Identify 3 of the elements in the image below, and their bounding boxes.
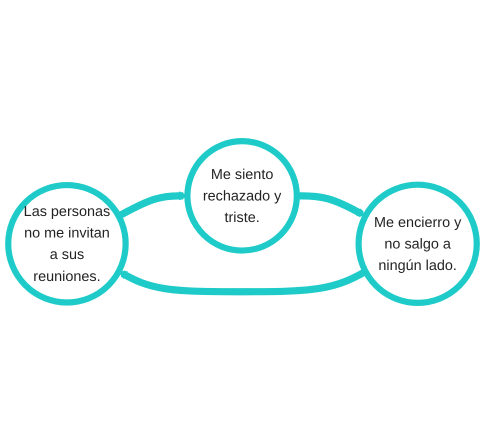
node-circle: Me encierro y no salgo a ningún lado. [356,182,480,306]
node-circle: Las personas no me invitan a sus reuniones. [5,182,129,306]
node-circle: Me siento rechazado y triste. [184,138,300,254]
